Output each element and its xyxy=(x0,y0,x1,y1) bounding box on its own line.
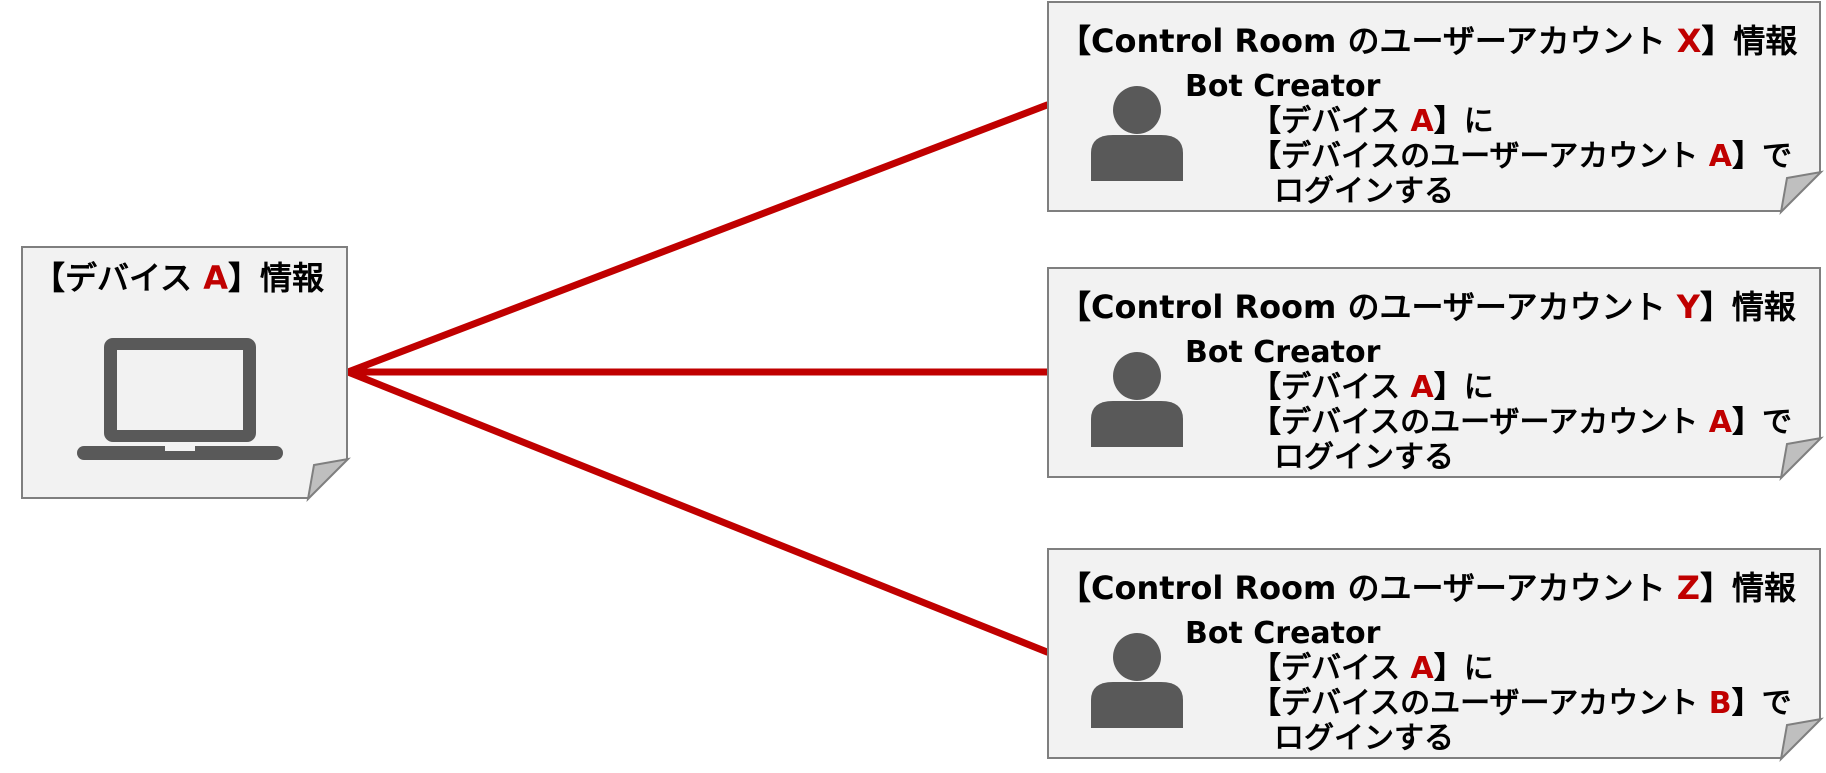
target-device-line: 【デバイス A】に xyxy=(1251,651,1494,686)
role-label: Bot Creator xyxy=(1185,69,1381,104)
page-fold-icon xyxy=(1779,436,1824,481)
account-card-y: 【Control Room のユーザーアカウント Y】情報 Bot Creato… xyxy=(1047,267,1824,481)
laptop-icon xyxy=(77,338,283,460)
device-card: 【デバイス A】情報 xyxy=(21,246,351,502)
connector-x xyxy=(344,101,1051,376)
user-icon xyxy=(1091,633,1183,728)
device-account-line: 【デバイスのユーザーアカウント B】で xyxy=(1251,686,1792,721)
account-title: 【Control Room のユーザーアカウント X】情報 xyxy=(1059,22,1798,60)
account-card-z: 【Control Room のユーザーアカウント Z】情報 Bot Creato… xyxy=(1047,548,1824,762)
device-title: 【デバイス A】情報 xyxy=(33,259,324,297)
connector-z xyxy=(344,368,1051,656)
page-fold-icon xyxy=(306,457,351,502)
account-title: 【Control Room のユーザーアカウント Y】情報 xyxy=(1059,288,1796,326)
login-line: ログインする xyxy=(1274,440,1454,475)
page-fold-icon xyxy=(1779,717,1824,762)
target-device-line: 【デバイス A】に xyxy=(1251,104,1494,139)
user-icon xyxy=(1091,352,1183,447)
login-line: ログインする xyxy=(1274,174,1454,209)
account-card-x: 【Control Room のユーザーアカウント X】情報 Bot Creato… xyxy=(1047,1,1824,215)
user-icon xyxy=(1091,86,1183,181)
device-account-line: 【デバイスのユーザーアカウント A】で xyxy=(1251,139,1792,174)
account-title: 【Control Room のユーザーアカウント Z】情報 xyxy=(1059,569,1796,607)
role-label: Bot Creator xyxy=(1185,616,1381,651)
page-fold-icon xyxy=(1779,170,1824,215)
target-device-line: 【デバイス A】に xyxy=(1251,370,1494,405)
role-label: Bot Creator xyxy=(1185,335,1381,370)
login-line: ログインする xyxy=(1274,721,1454,756)
device-account-line: 【デバイスのユーザーアカウント A】で xyxy=(1251,405,1792,440)
